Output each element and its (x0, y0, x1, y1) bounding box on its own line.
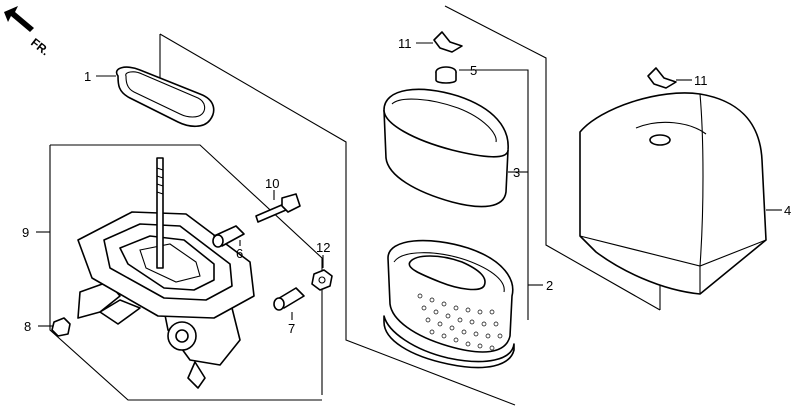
callout-4: 4 (784, 203, 791, 218)
grommet (435, 66, 457, 84)
callout-5: 5 (470, 63, 477, 78)
callout-2: 2 (546, 278, 553, 293)
callout-labels: 1 2 3 4 5 6 7 8 9 10 11 11 12 (22, 36, 791, 336)
collar-6 (212, 225, 245, 248)
callout-1: 1 (84, 69, 91, 84)
wing-nut-11a (433, 31, 463, 53)
callout-11b: 11 (694, 73, 708, 88)
callout-7: 7 (288, 321, 295, 336)
front-direction-marker: FR. (4, 6, 52, 58)
arrow-up-left-icon (4, 6, 34, 32)
wing-nut-11b (647, 67, 677, 89)
callout-11a: 11 (398, 36, 412, 51)
callout-9: 9 (22, 225, 29, 240)
callout-8: 8 (24, 319, 31, 334)
direction-label: FR. (28, 35, 52, 58)
gasket (115, 66, 215, 128)
callout-12: 12 (316, 240, 330, 255)
nut-12 (311, 269, 333, 291)
outer-foam-element (383, 88, 509, 208)
callout-3: 3 (513, 165, 520, 180)
nut-8 (51, 317, 71, 337)
callout-6: 6 (236, 246, 243, 261)
element-perforations (417, 293, 503, 351)
collar-7 (273, 287, 305, 311)
bolt (255, 193, 301, 223)
callout-10: 10 (265, 176, 279, 191)
air-cleaner-cover (579, 92, 767, 295)
paper-element-assembly (383, 239, 515, 369)
air-cleaner-base (77, 157, 255, 389)
